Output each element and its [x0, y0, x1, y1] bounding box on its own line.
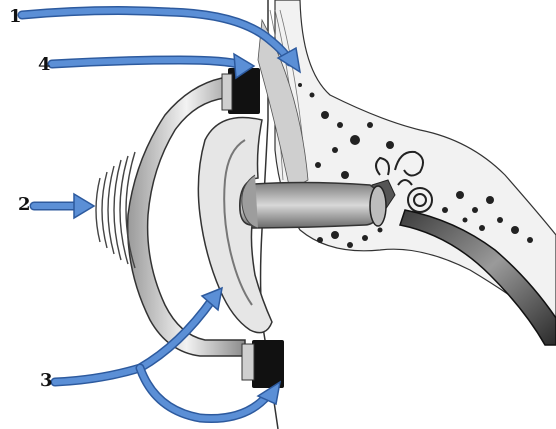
- headphone-cup-bottom-edge: [242, 344, 254, 380]
- headphone-cup-bottom: [252, 340, 284, 388]
- ear-canal: [240, 183, 385, 229]
- label-2: 2: [18, 196, 31, 214]
- ear-drum: [370, 186, 386, 226]
- headphone-cup-top: [228, 68, 260, 114]
- label-3: 3: [40, 372, 53, 390]
- label-1: 1: [9, 8, 22, 26]
- arrow-2: [34, 194, 94, 218]
- label-4: 4: [38, 56, 51, 74]
- headphone-cup-top-edge: [222, 74, 232, 110]
